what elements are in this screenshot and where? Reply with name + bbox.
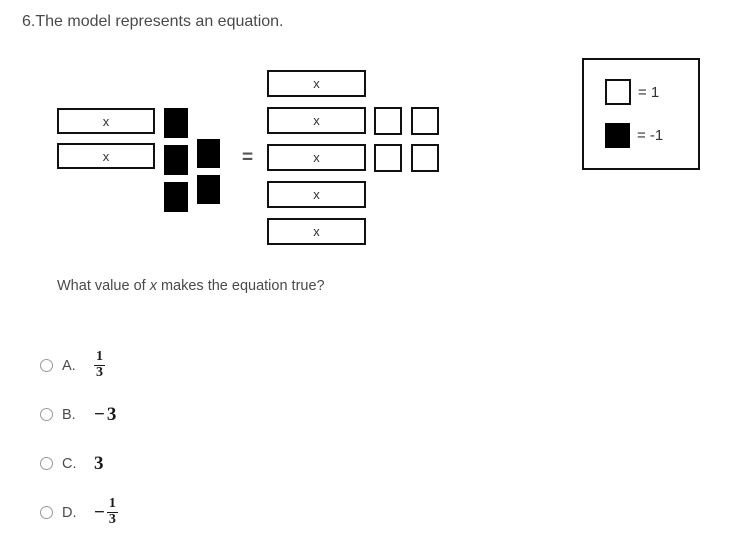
option-number-c: 3 — [94, 453, 104, 474]
fraction-numerator: 1 — [108, 496, 116, 512]
prompt-variable: x — [149, 278, 157, 294]
positive-unit-tile — [374, 144, 402, 172]
legend-row-positive: = 1 — [605, 79, 659, 105]
radio-button-a[interactable] — [40, 359, 53, 372]
fraction-numerator: 1 — [96, 349, 103, 365]
x-bar-tile: x — [267, 181, 366, 208]
fraction-one-third: 1 3 — [106, 496, 118, 527]
positive-unit-tile — [411, 144, 439, 172]
x-bar-tile: x — [57, 108, 155, 134]
minus-sign-b: − — [94, 404, 105, 425]
legend-negative-label: = -1 — [637, 127, 664, 144]
option-row-a[interactable]: A. 1 3 — [40, 341, 340, 390]
equals-sign: = — [242, 147, 254, 168]
negative-unit-tile — [197, 139, 220, 168]
minus-sign-d: − — [94, 502, 105, 523]
radio-button-d[interactable] — [40, 506, 53, 519]
question-stem-text: The model represents an equation. — [35, 13, 284, 30]
option-letter-b: B. — [62, 406, 76, 423]
tile-legend: = 1 = -1 — [582, 58, 700, 170]
option-value-b: −3 — [94, 405, 116, 424]
question-stem: 6. The model represents an equation. — [22, 13, 284, 31]
x-bar-tile: x — [267, 144, 366, 171]
negative-unit-tile — [164, 145, 188, 175]
legend-row-negative: = -1 — [605, 123, 663, 148]
x-bar-tile: x — [267, 218, 366, 245]
radio-button-c[interactable] — [40, 457, 53, 470]
option-value-d: − 1 3 — [94, 497, 118, 527]
radio-button-b[interactable] — [40, 408, 53, 421]
x-bar-tile: x — [267, 107, 366, 134]
fraction-one-third: 1 3 — [94, 350, 105, 380]
negative-unit-tile — [197, 175, 220, 204]
question-number: 6. — [22, 13, 36, 30]
x-bar-tile: x — [57, 143, 155, 169]
negative-unit-tile — [164, 108, 188, 138]
left-side-negative-units-column-a — [164, 108, 188, 212]
left-side-negative-units-column-b — [197, 139, 220, 204]
positive-unit-swatch-icon — [605, 79, 631, 105]
fraction-denominator: 3 — [94, 365, 105, 380]
x-bar-tile: x — [267, 70, 366, 97]
option-letter-c: C. — [62, 455, 77, 472]
fraction-denominator: 3 — [106, 512, 118, 527]
prompt-text-before: What value of — [57, 278, 150, 294]
prompt-text-after: makes the equation true? — [156, 278, 325, 294]
option-row-d[interactable]: D. − 1 3 — [40, 488, 340, 537]
right-side-positive-units — [374, 107, 439, 172]
negative-unit-tile — [164, 182, 188, 212]
option-value-c: 3 — [94, 454, 104, 473]
answer-options-list: A. 1 3 B. −3 C. 3 D. − 1 3 — [40, 341, 340, 537]
left-side-x-bars: x x — [57, 108, 155, 169]
option-row-b[interactable]: B. −3 — [40, 390, 340, 439]
negative-unit-swatch-icon — [605, 123, 630, 148]
option-letter-d: D. — [62, 504, 77, 521]
option-number-b: 3 — [106, 404, 117, 425]
option-row-c[interactable]: C. 3 — [40, 439, 340, 488]
option-letter-a: A. — [62, 357, 76, 374]
positive-unit-tile — [374, 107, 402, 135]
legend-positive-label: = 1 — [638, 83, 660, 101]
positive-unit-tile — [411, 107, 439, 135]
question-prompt: What value of x makes the equation true? — [57, 278, 325, 294]
algebra-tile-model: x x = x x x x x — [0, 60, 560, 260]
option-value-a: 1 3 — [94, 350, 105, 380]
right-side-x-bars: x x x x x — [267, 70, 366, 245]
